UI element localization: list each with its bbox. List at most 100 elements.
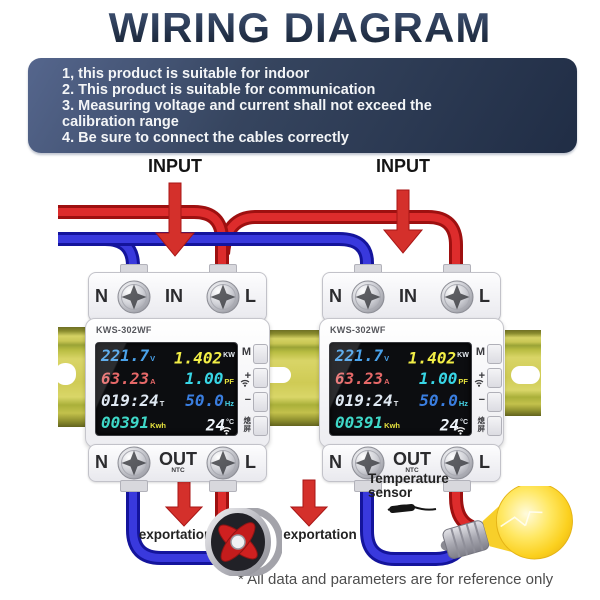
terminal-label-n: N: [95, 286, 108, 306]
terminal-strip-top: N IN L: [88, 272, 267, 322]
screw-icon: [117, 446, 151, 480]
terminal-strip-top: N IN L: [322, 272, 501, 322]
instruction-line: 3. Measuring voltage and current shall n…: [62, 97, 432, 114]
wifi-icon: [240, 379, 250, 387]
temperature-probe-icon: [387, 504, 437, 513]
terminal-tab: [209, 480, 237, 492]
temperature-sensor-label: Temperature sensor: [368, 471, 449, 500]
ntc-label: NTC: [171, 467, 185, 474]
display-voltage: 221.7V: [101, 346, 156, 365]
button-column: M + − 熄屏: [472, 343, 502, 437]
instruction-panel: 1, this product is suitable for indoor 2…: [28, 58, 577, 153]
button-column: M + − 熄屏: [238, 343, 268, 437]
screen-off-button: [487, 416, 502, 436]
exportation-arrow-left: [164, 479, 204, 527]
meter-body: KWS-302WF 221.7V 1.402KW 63.23A 1.00PF 0…: [85, 318, 270, 448]
meter-body: KWS-302WF 221.7V 1.402KW 63.23A 1.00PF 0…: [319, 318, 504, 448]
button-label-plus: +: [478, 370, 485, 382]
exportation-label-right: exportation: [283, 527, 357, 542]
minus-button: [487, 392, 502, 412]
display-pf: 1.00PF: [418, 369, 468, 388]
screw-icon: [117, 280, 151, 314]
exportation-arrow-right: [289, 479, 329, 527]
meter-display: 221.7V 1.402KW 63.23A 1.00PF 019:24T 50.…: [329, 342, 472, 436]
display-voltage: 221.7V: [335, 346, 390, 365]
meter-right: N IN L KWS-302WF 221.7V 1.402KW 63.23A 1…: [319, 264, 504, 492]
input-label-right: INPUT: [376, 156, 430, 176]
screw-icon: [351, 446, 385, 480]
input-arrow-left: [154, 182, 196, 257]
terminal-label-l: L: [479, 452, 490, 472]
terminal-tab: [443, 480, 471, 492]
model-label: KWS-302WF: [330, 325, 386, 335]
rail-slot: [511, 366, 540, 384]
exportation-label-left: exportation: [138, 527, 213, 542]
display-energy: 00391Kwh: [335, 413, 401, 432]
ntc-label: NTC: [405, 467, 419, 474]
instruction-list: 1, this product is suitable for indoor 2…: [62, 66, 567, 147]
screw-icon: [206, 446, 240, 480]
terminal-label-l: L: [245, 452, 256, 472]
instruction-line: 1, this product is suitable for indoor: [62, 66, 310, 82]
display-current: 63.23A: [101, 369, 156, 388]
display-energy: 00391Kwh: [101, 413, 167, 432]
terminal-label-in: IN: [399, 286, 417, 306]
display-power: 1.402KW: [174, 348, 235, 368]
wifi-icon: [455, 427, 466, 435]
screw-icon: [440, 280, 474, 314]
meter-display: 221.7V 1.402KW 63.23A 1.00PF 019:24T 50.…: [95, 342, 238, 436]
plus-button: [253, 368, 268, 388]
button-label-screenoff: 熄屏: [243, 416, 252, 433]
terminal-label-in: IN: [165, 286, 183, 306]
instruction-line: 2. This product is suitable for communic…: [62, 81, 376, 98]
display-frequency: 50.0Hz: [419, 391, 468, 410]
terminal-tab: [354, 480, 382, 492]
button-label-plus: +: [244, 370, 251, 382]
m-button: [253, 344, 268, 364]
footer-disclaimer: * All data and parameters are for refere…: [238, 571, 554, 588]
terminal-label-n: N: [95, 452, 108, 472]
page-title: WIRING DIAGRAM: [0, 4, 600, 52]
din-rail-right: [505, 330, 541, 416]
minus-button: [253, 392, 268, 412]
terminal-tab: [120, 480, 148, 492]
terminal-label-n: N: [329, 286, 342, 306]
screen-off-button: [253, 416, 268, 436]
terminal-label-l: L: [245, 286, 256, 306]
wifi-icon: [474, 379, 484, 387]
input-label-left: INPUT: [148, 156, 202, 176]
m-button: [487, 344, 502, 364]
neutral-wire-main: [58, 232, 374, 269]
terminal-label-n: N: [329, 452, 342, 472]
button-label-m: M: [475, 346, 485, 358]
button-label-minus: −: [244, 394, 251, 406]
display-temperature: 24°C: [439, 415, 468, 435]
model-label: KWS-302WF: [96, 325, 152, 335]
screw-icon: [351, 280, 385, 314]
neutral-wire-out-left: [126, 480, 232, 565]
display-frequency: 50.0Hz: [185, 391, 234, 410]
exhaust-fan-icon: [205, 508, 282, 576]
screw-icon: [206, 280, 240, 314]
instruction-line: 4. Be sure to connect the cables correct…: [62, 129, 349, 146]
display-current: 63.23A: [335, 369, 390, 388]
button-label-m: M: [241, 346, 251, 358]
button-label-screenoff: 熄屏: [477, 416, 486, 433]
display-time: 019:24T: [335, 391, 399, 410]
display-time: 019:24T: [101, 391, 165, 410]
instruction-line: calibration range: [62, 113, 179, 130]
display-pf: 1.00PF: [184, 369, 234, 388]
rail-slot: [55, 363, 76, 385]
wifi-icon: [221, 427, 232, 435]
screw-icon: [440, 446, 474, 480]
meter-left: N IN L KWS-302WF 221.7V 1.402KW 63.23A: [85, 264, 270, 492]
plus-button: [487, 368, 502, 388]
terminal-label-l: L: [479, 286, 490, 306]
